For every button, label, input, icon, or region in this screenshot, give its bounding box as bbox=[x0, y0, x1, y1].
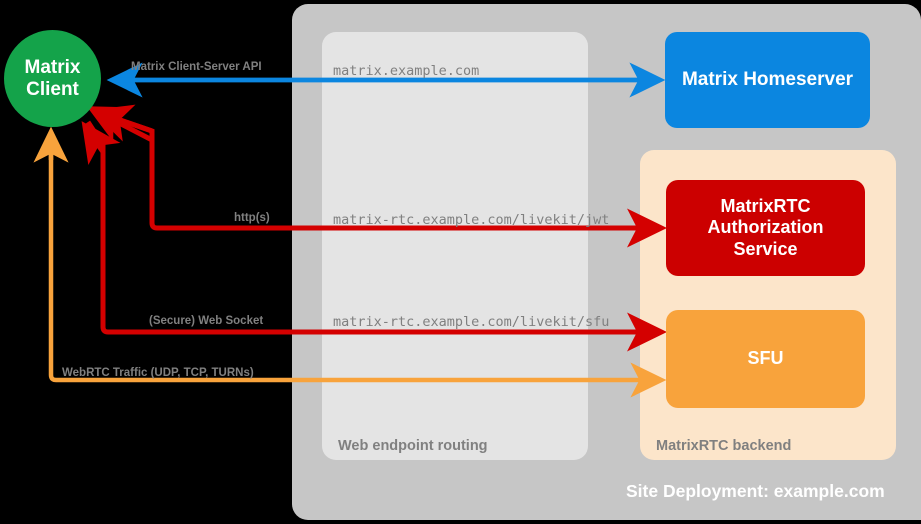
matrix-client-label-line1: Matrix bbox=[24, 56, 81, 78]
node-sfu[interactable]: SFU bbox=[666, 310, 865, 408]
caption-matrixrtc-backend: MatrixRTC backend bbox=[656, 438, 792, 454]
node-matrix-homeserver[interactable]: Matrix Homeserver bbox=[665, 32, 870, 128]
url-label-livekit-sfu: matrix-rtc.example.com/livekit/sfu bbox=[333, 314, 610, 330]
node-matrix-client[interactable]: Matrix Client bbox=[4, 30, 101, 127]
node-matrixrtc-authorization-service[interactable]: MatrixRTC Authorization Service bbox=[666, 180, 865, 276]
edge-label-http-s: http(s) bbox=[234, 212, 270, 224]
sfu-label: SFU bbox=[747, 348, 784, 369]
matrix-client-label-line2: Client bbox=[26, 78, 79, 100]
edge-label-client-server-api: Matrix Client-Server API bbox=[131, 61, 262, 73]
auth-service-label-line2: Authorization bbox=[707, 217, 824, 238]
edge-label-secure-web-socket: (Secure) Web Socket bbox=[149, 315, 264, 327]
caption-web-endpoint-routing: Web endpoint routing bbox=[338, 438, 488, 454]
url-label-matrix-example-com: matrix.example.com bbox=[333, 63, 480, 79]
url-label-livekit-jwt: matrix-rtc.example.com/livekit/jwt bbox=[333, 212, 610, 228]
caption-site-deployment: Site Deployment: example.com bbox=[626, 481, 885, 501]
auth-service-label-line3: Service bbox=[733, 238, 798, 259]
auth-service-label-line1: MatrixRTC bbox=[720, 195, 811, 216]
edge-label-webrtc-traffic: WebRTC Traffic (UDP, TCP, TURNs) bbox=[62, 367, 254, 379]
matrix-homeserver-label: Matrix Homeserver bbox=[681, 68, 854, 90]
container-web-endpoint-routing bbox=[322, 32, 588, 460]
